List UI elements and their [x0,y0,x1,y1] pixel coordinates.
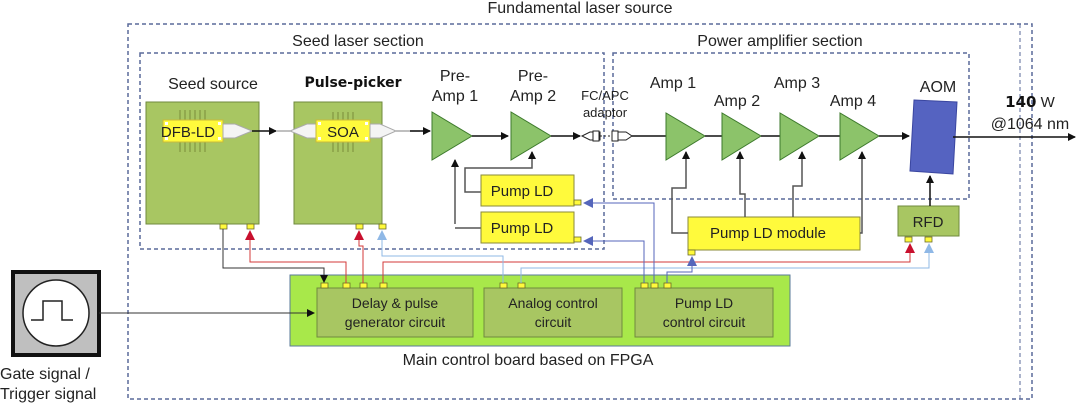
dfb-ld-label: DFB-LD [161,124,215,141]
amp1-label: Amp 1 [650,75,696,92]
red-wire-delay-to-rfd [382,243,915,283]
seed-source-label: Seed source [168,76,258,93]
seed-laser-section-border [139,52,605,250]
preamp2-triangle [510,111,552,161]
analog-circuit-label-line2: circuit [535,314,572,330]
seed-trigger-wire [222,229,328,283]
amp2-triangle [721,112,762,161]
red-wire-delay-to-picker [354,230,364,283]
power-amplifier-section-border [612,52,970,200]
output-wavelength-label: @1064 nm [991,116,1070,133]
pump-ld-2-label: Pump LD [491,220,554,237]
amp3-label: Amp 3 [774,75,820,92]
trigger-label-line2: Trigger signal [0,386,96,403]
blue-wire-analog-to-rfd [520,243,934,283]
output-power-unit: W [1041,94,1056,111]
rfd-port-blue [924,236,933,243]
pump-control-label-line2: control circuit [663,314,746,330]
amp3-triangle [779,112,820,161]
rfd-port-red [904,236,913,243]
aom-block [909,99,958,175]
delay-circuit-label-line2: generator circuit [345,314,445,330]
pulse-picker-label: Pulse-picker [304,75,401,91]
pump-ld-control-circuit [634,287,774,338]
analog-control-circuit [483,287,623,338]
trigger-label-line1: Gate signal / [0,366,90,383]
fcapc-adaptor-icon [580,130,633,142]
pulse-signal-icon-circle [22,279,90,347]
module-to-amp4-line [858,151,866,234]
pump-ld-2-port [573,236,582,243]
amp4-triangle [839,112,880,161]
power-amplifier-section-title: Power amplifier section [697,33,862,50]
delay-circuit-label-line1: Delay & pulse [352,295,439,311]
fundamental-laser-source-border [127,23,1033,400]
preamp2-label-line1: Pre- [518,68,548,85]
preamp2-label-line2: Amp 2 [510,88,556,105]
fcapc-label-line1: FC/APC [581,88,629,103]
output-power-label: 140 W [1005,93,1055,111]
rfd-box [897,205,960,237]
pump-control-label-line1: Pump LD [675,295,733,311]
module-to-amp3-line [792,151,806,217]
delay-pulse-generator-circuit [316,287,474,338]
fcapc-label-line2: adaptor [583,105,628,120]
analog-circuit-label-line1: Analog control [508,295,598,311]
dblue-wire-to-pump-ld2 [583,236,645,283]
square-pulse-icon [31,300,73,321]
aom-label: AOM [920,79,956,96]
red-wire-delay-to-seed [245,230,347,283]
amp1-triangle [665,112,706,161]
soa-chip: SOA [276,112,398,152]
pulse-picker-port-blue [378,223,387,230]
soa-label: SOA [327,124,359,141]
dblue-wire-to-pump-ld1 [583,198,655,283]
seed-source-port-in [246,223,255,230]
pump-ld-module-box [687,216,861,251]
preamp1-label-line2: Amp 1 [432,88,478,105]
rfd-label: RFD [913,214,944,231]
amp2-label: Amp 2 [714,93,760,110]
pump-ld-1-label: Pump LD [491,183,554,200]
module-to-amp2-line [736,151,746,217]
preamp1-label-line1: Pre- [440,68,470,85]
pump-ld-2-box [480,211,575,244]
dblue-wire-to-pump-module [666,256,697,283]
dfb-ld-chip: DFB-LD [161,110,254,152]
main-control-board-label: Main control board based on FPGA [403,352,654,369]
seed-laser-section-title: Seed laser section [292,33,424,50]
pump-ld-module-port [687,249,696,256]
module-to-amp1-line [671,151,690,234]
seed-source-port-out [219,223,228,230]
pulse-picker-port-red [355,223,364,230]
pump-ld1-to-preamp2-line [464,151,536,193]
fundamental-laser-source-title: Fundamental laser source [488,0,673,17]
output-power-value: 140 [1005,93,1036,111]
pump-ld-1-port [573,199,582,206]
pump-ld-module-label: Pump LD module [710,225,826,242]
blue-wire-analog-to-picker [377,230,504,283]
amp4-label: Amp 4 [830,93,876,110]
preamp1-triangle [431,111,473,161]
pump-ld-1-box [480,174,575,207]
